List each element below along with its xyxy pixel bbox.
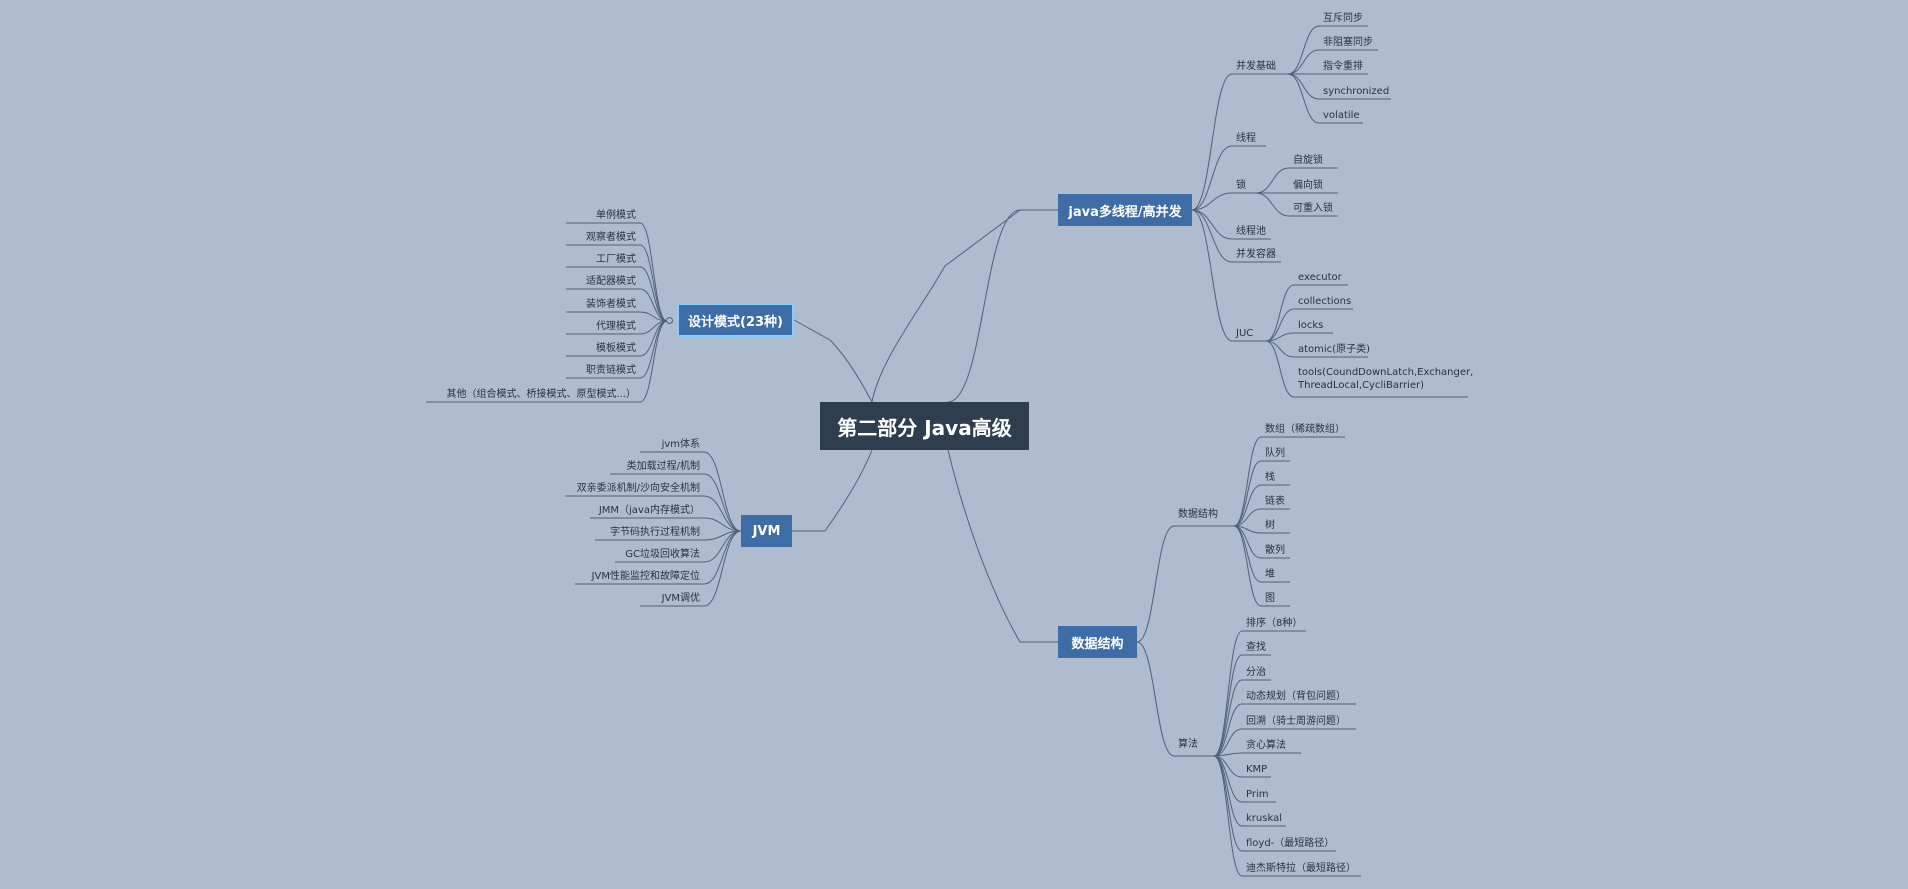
design-pattern-item[interactable]: 工厂模式 [596, 254, 636, 265]
structure-item[interactable]: 数组（稀疏数组） [1265, 424, 1345, 435]
concurrency-basics-item[interactable]: 非阻塞同步 [1323, 37, 1373, 48]
algorithm-item[interactable]: Prim [1246, 789, 1269, 800]
juc-item[interactable]: executor [1298, 272, 1342, 283]
design-pattern-item[interactable]: 职责链模式 [586, 365, 636, 376]
concurrency-basics-item[interactable]: synchronized [1323, 86, 1390, 97]
algorithm-item[interactable]: floyd-（最短路径） [1246, 838, 1335, 849]
algorithm-item[interactable]: 贪心算法 [1246, 740, 1286, 751]
jvm-topic[interactable]: JVM [741, 515, 792, 547]
juc-item[interactable]: locks [1298, 320, 1324, 331]
algorithm-item[interactable]: 分治 [1246, 667, 1266, 678]
juc-item[interactable]: collections [1298, 296, 1352, 307]
design-pattern-item[interactable]: 代理模式 [596, 321, 636, 332]
algorithm-item[interactable]: kruskal [1246, 813, 1282, 824]
structure-item[interactable]: 堆 [1265, 569, 1275, 580]
design-pattern-item[interactable]: 模板模式 [596, 343, 636, 354]
concurrency-basics-item[interactable]: 指令重排 [1323, 61, 1363, 72]
design-pattern-item[interactable]: 单例模式 [596, 210, 636, 221]
juc-tools-line1[interactable]: tools(CoundDownLatch,Exchanger, [1298, 367, 1474, 378]
jvm-item[interactable]: jvm体系 [661, 439, 700, 450]
juc-node[interactable]: JUC [1236, 328, 1254, 339]
algorithm-item[interactable]: 回溯（骑士周游问题） [1246, 716, 1346, 727]
algorithm-item[interactable]: 查找 [1246, 642, 1266, 653]
algorithm-item[interactable]: 迪杰斯特拉（最短路径） [1246, 863, 1356, 874]
lock-node[interactable]: 锁 [1236, 180, 1246, 191]
concurrency-basics-item[interactable]: 互斥同步 [1323, 13, 1363, 24]
jvm-item[interactable]: 类加载过程/机制 [626, 461, 700, 472]
concurrency-basics-item[interactable]: volatile [1323, 110, 1360, 121]
collapse-toggle[interactable] [666, 317, 673, 324]
concurrent-containers-node[interactable]: 并发容器 [1236, 249, 1276, 260]
structure-item[interactable]: 散列 [1265, 545, 1285, 556]
concurrency-basics[interactable]: 并发基础 [1236, 61, 1276, 72]
jvm-item[interactable]: 双亲委派机制/沙向安全机制 [576, 483, 700, 494]
design-pattern-item[interactable]: 观察者模式 [586, 232, 636, 243]
jvm-item[interactable]: JVM性能监控和故障定位 [591, 571, 700, 582]
structure-item[interactable]: 队列 [1265, 448, 1285, 459]
concurrency-topic[interactable]: java多线程/高并发 [1058, 194, 1192, 226]
structures-node[interactable]: 数据结构 [1178, 509, 1218, 520]
juc-item[interactable]: atomic(原子类) [1298, 344, 1370, 355]
jvm-item[interactable]: GC垃圾回收算法 [625, 549, 700, 560]
lock-item[interactable]: 可重入锁 [1293, 203, 1333, 214]
jvm-item[interactable]: JMM（java内存模式） [598, 505, 700, 516]
design-pattern-item[interactable]: 装饰者模式 [586, 299, 636, 310]
design-pattern-item[interactable]: 适配器模式 [586, 276, 636, 287]
juc-tools-line2[interactable]: ThreadLocal,CycliBarrier) [1298, 380, 1424, 391]
thread-pool-node[interactable]: 线程池 [1236, 226, 1266, 237]
algorithms-node[interactable]: 算法 [1178, 739, 1198, 750]
algorithm-item[interactable]: 排序（8种） [1246, 618, 1303, 629]
design-pattern-item[interactable]: 其他（组合模式、桥接模式、原型模式...） [446, 389, 636, 400]
central-topic[interactable]: 第二部分 Java高级 [820, 402, 1029, 450]
lock-item[interactable]: 偏向锁 [1293, 180, 1323, 191]
algorithm-item[interactable]: 动态规划（背包问题） [1246, 691, 1346, 702]
structure-item[interactable]: 栈 [1265, 472, 1275, 483]
design-patterns-topic[interactable]: 设计模式(23种) [677, 303, 794, 337]
structure-item[interactable]: 链表 [1265, 496, 1285, 507]
data-structures-topic[interactable]: 数据结构 [1058, 626, 1137, 658]
jvm-item[interactable]: 字节码执行过程机制 [610, 527, 700, 538]
structure-item[interactable]: 树 [1265, 520, 1275, 531]
algorithm-item[interactable]: KMP [1246, 764, 1268, 775]
jvm-item[interactable]: JVM调优 [661, 593, 700, 604]
thread-node[interactable]: 线程 [1236, 133, 1256, 144]
structure-item[interactable]: 图 [1265, 593, 1275, 604]
lock-item[interactable]: 自旋锁 [1293, 155, 1323, 166]
